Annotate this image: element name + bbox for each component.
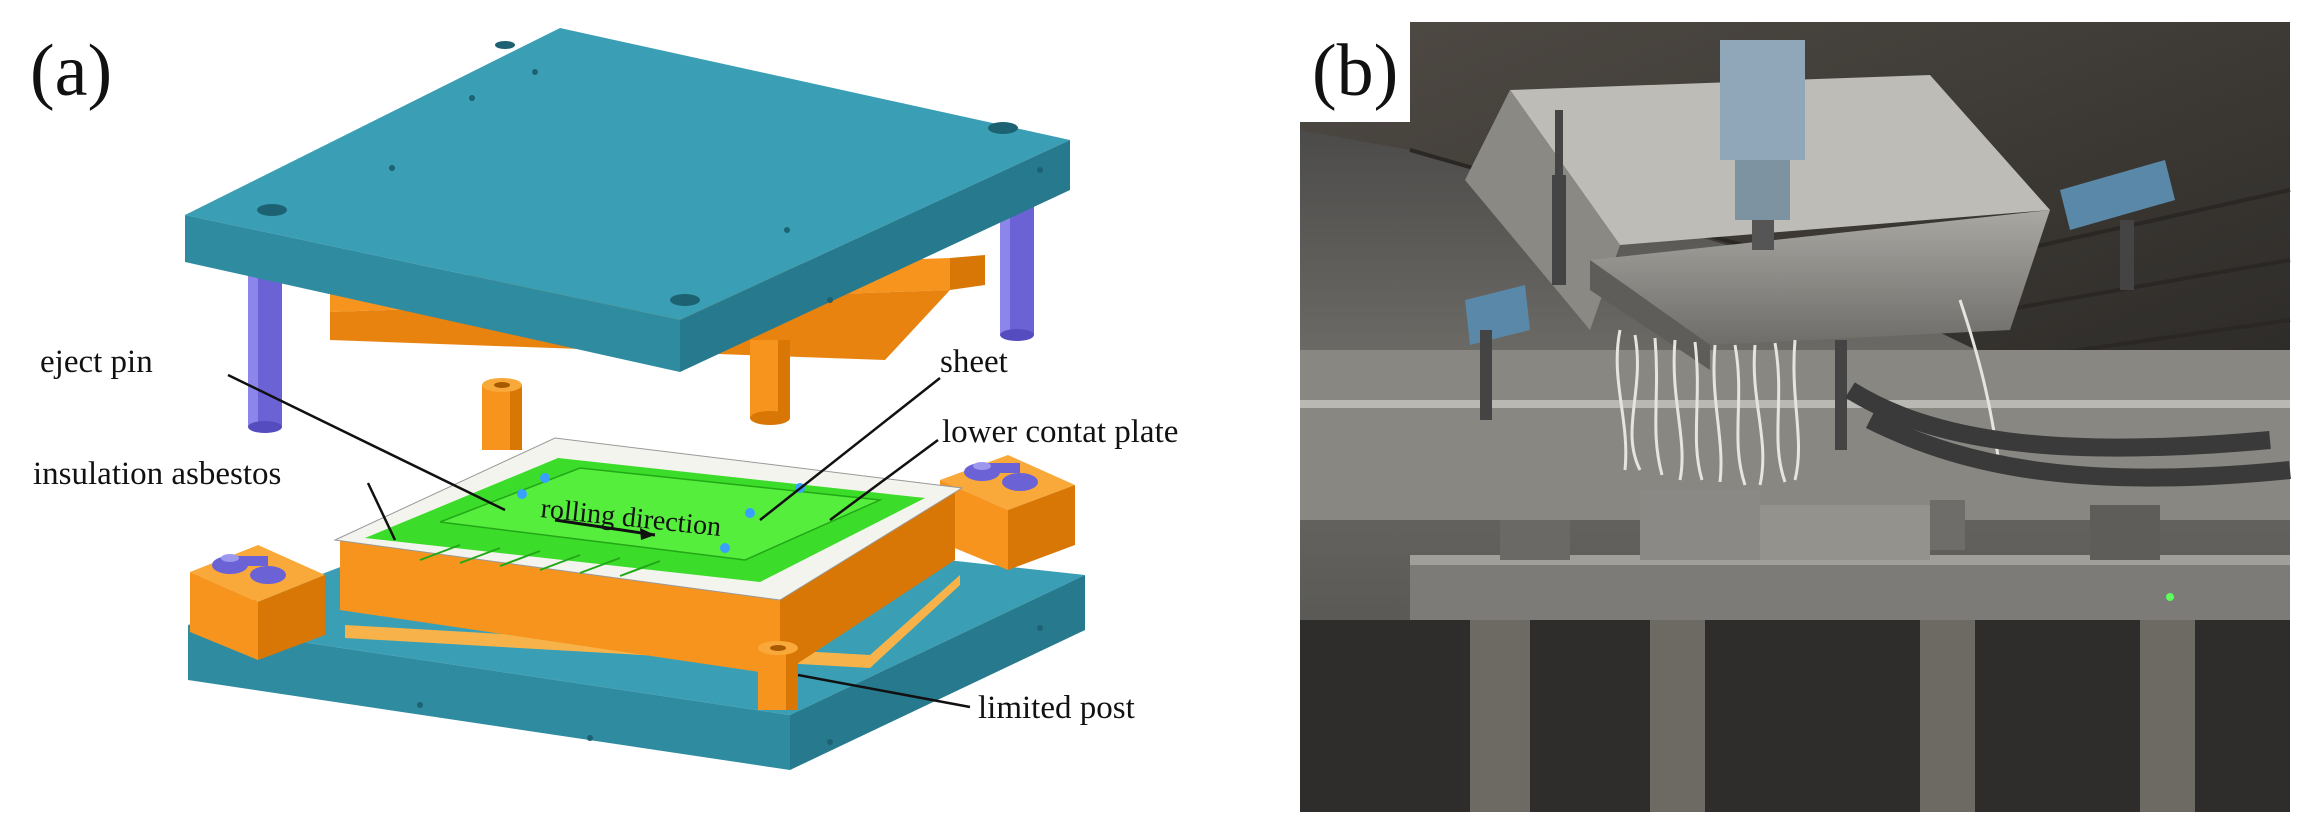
callout-leader-lines [227, 373, 971, 709]
right-heater-block [940, 455, 1075, 570]
photo-bolts [1480, 110, 2134, 450]
green-sheet-assembly [365, 458, 925, 582]
press-photo-illustration: (b) [1300, 22, 2291, 812]
panel-a-label: (a) [30, 30, 112, 112]
photo-support-pillars [1300, 620, 2290, 812]
upper-die-plate [185, 28, 1070, 372]
lower-contact-plate-label: lower contat plate [942, 414, 1178, 450]
photo-thermocouple-wires [1615, 299, 2002, 486]
limited-posts [482, 378, 798, 710]
photo-hoses [1845, 382, 2291, 487]
panel-b-label: (b) [1312, 30, 1398, 112]
eject-pin-label: eject pin [40, 344, 153, 380]
photo-press-bed [1410, 490, 2290, 620]
sheet-label: sheet [940, 344, 1008, 380]
panel-a-cad-diagram: (a) [30, 28, 1178, 770]
insulation-asbestos-label: insulation asbestos [33, 456, 281, 492]
panel-b-label-box [1300, 22, 1410, 122]
base-insulation-strip [345, 575, 960, 668]
photo-indicator-light [2166, 593, 2174, 601]
limited-post-label: limited post [978, 690, 1135, 726]
photo-center-clamp [1720, 40, 1805, 250]
cad-die-illustration: (a) [30, 28, 1178, 770]
panel-b-photo: (b) [1290, 0, 2298, 821]
left-heater-block [190, 545, 325, 660]
